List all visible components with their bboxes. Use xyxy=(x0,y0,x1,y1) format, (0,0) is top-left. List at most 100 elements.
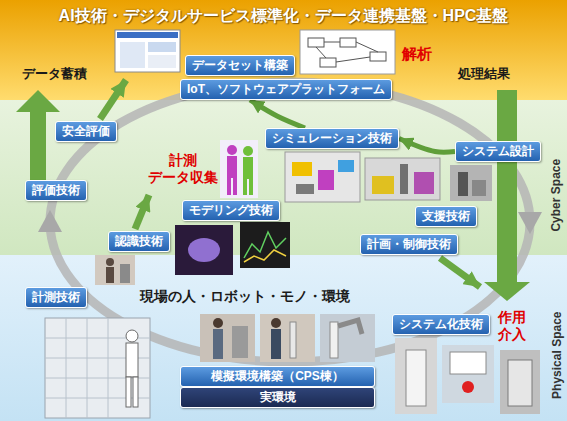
robot-image xyxy=(372,176,394,194)
photo-image xyxy=(462,381,474,393)
analysis-image xyxy=(370,52,386,61)
building-image xyxy=(126,330,138,342)
photo-image xyxy=(395,338,437,414)
photo-image xyxy=(232,326,248,358)
robot-image xyxy=(414,172,434,194)
box-text: 実環境 xyxy=(187,390,368,405)
box-text: 計画・制御技術 xyxy=(367,237,451,252)
photo-image xyxy=(106,258,114,266)
photo-image xyxy=(330,322,338,358)
analysis-image xyxy=(340,38,356,47)
photo-image xyxy=(338,320,362,334)
photo-image xyxy=(213,318,223,328)
analysis-image xyxy=(308,38,324,47)
process-box: モデリング技術 xyxy=(182,200,280,221)
emphasis-label: 解析 xyxy=(402,45,432,63)
process-box: シミュレーション技術 xyxy=(265,128,399,149)
box-text: データセット構築 xyxy=(192,58,288,73)
flow-arrow xyxy=(250,100,305,128)
band-label: Cyber Space xyxy=(549,159,563,232)
screenshot-image xyxy=(115,30,180,72)
emphasis-label: 計測 データ収集 xyxy=(146,152,220,186)
photo-image xyxy=(442,345,494,403)
process-box: システム化技術 xyxy=(392,314,490,335)
box-text: 安全評価 xyxy=(62,124,110,139)
down-arrow xyxy=(497,90,517,284)
graph-image xyxy=(240,222,290,268)
model-image xyxy=(227,178,231,195)
building-image xyxy=(126,377,131,407)
photo-image xyxy=(406,350,426,406)
process-box: 模擬環境構築（CPS棟） xyxy=(180,366,375,387)
recognition-image xyxy=(188,238,220,262)
physical-band xyxy=(0,255,567,421)
box-text: 支援技術 xyxy=(422,209,470,224)
up-arrow-head xyxy=(16,90,60,112)
robot-image xyxy=(400,164,408,194)
model-image xyxy=(227,156,237,178)
photo-image xyxy=(120,264,130,283)
simulation-image xyxy=(338,160,354,172)
graph-image xyxy=(244,232,286,258)
simulation-image xyxy=(318,170,334,190)
box-text: モデリング技術 xyxy=(189,203,273,218)
green-arrow xyxy=(100,80,126,119)
simulation-image xyxy=(285,152,360,202)
photo-image xyxy=(320,314,375,362)
field-label: 現場の人・ロボット・モノ・環境 xyxy=(140,288,350,305)
stage-label: データ蓄積 xyxy=(22,66,87,82)
model-image xyxy=(243,157,253,179)
model-image xyxy=(233,178,237,195)
photo-image xyxy=(500,350,540,414)
analysis-image xyxy=(316,42,378,62)
process-box: IoT、ソフトウェアプラットフォーム xyxy=(180,79,392,100)
box-text: 認識技術 xyxy=(115,234,163,249)
photo-image xyxy=(260,314,315,362)
cycle-arrow-head xyxy=(38,210,62,232)
box-text: 模擬環境構築（CPS棟） xyxy=(187,369,368,384)
band-label: Physical Space xyxy=(549,312,563,399)
simulation-image xyxy=(296,184,314,194)
photo-image xyxy=(95,255,135,285)
building-image xyxy=(45,318,150,418)
screenshot-image xyxy=(148,55,176,68)
box-text: シミュレーション技術 xyxy=(272,131,392,146)
process-box: 実環境 xyxy=(180,387,375,408)
box-text: 評価技術 xyxy=(32,183,80,198)
photo-image xyxy=(200,314,255,362)
simulation-image xyxy=(292,162,312,176)
graph-image xyxy=(244,250,286,262)
process-box: データセット構築 xyxy=(185,55,295,76)
model-image xyxy=(249,179,253,195)
photo-image xyxy=(458,172,468,196)
green-arrow xyxy=(135,195,149,229)
process-box: 安全評価 xyxy=(55,121,117,142)
model-image xyxy=(220,140,258,198)
green-arrow xyxy=(440,258,480,287)
box-text: 計測技術 xyxy=(32,290,80,305)
model-image xyxy=(243,146,253,156)
building-image xyxy=(133,377,138,407)
model-image xyxy=(227,145,237,155)
building-image xyxy=(126,343,138,377)
model-image xyxy=(243,179,247,195)
flow-arrow xyxy=(399,139,455,153)
box-text: システム設計 xyxy=(462,144,534,159)
cycle-arrow-head xyxy=(518,212,542,234)
down-arrow-head xyxy=(484,282,530,301)
photo-image xyxy=(213,329,223,359)
process-box: 評価技術 xyxy=(25,180,87,201)
box-text: IoT、ソフトウェアプラットフォーム xyxy=(187,82,385,97)
diagram-title: AI技術・デジタルサービス標準化・データ連携基盤・HPC基盤 xyxy=(0,6,567,25)
photo-image xyxy=(450,352,486,374)
box-text: システム化技術 xyxy=(399,317,483,332)
screenshot-image xyxy=(148,42,176,52)
process-box: システム設計 xyxy=(455,141,541,162)
building-image xyxy=(45,318,150,418)
process-box: 計測技術 xyxy=(25,287,87,308)
analysis-image xyxy=(300,30,395,74)
process-box: 認識技術 xyxy=(108,231,170,252)
photo-image xyxy=(450,165,492,201)
photo-image xyxy=(290,322,296,358)
